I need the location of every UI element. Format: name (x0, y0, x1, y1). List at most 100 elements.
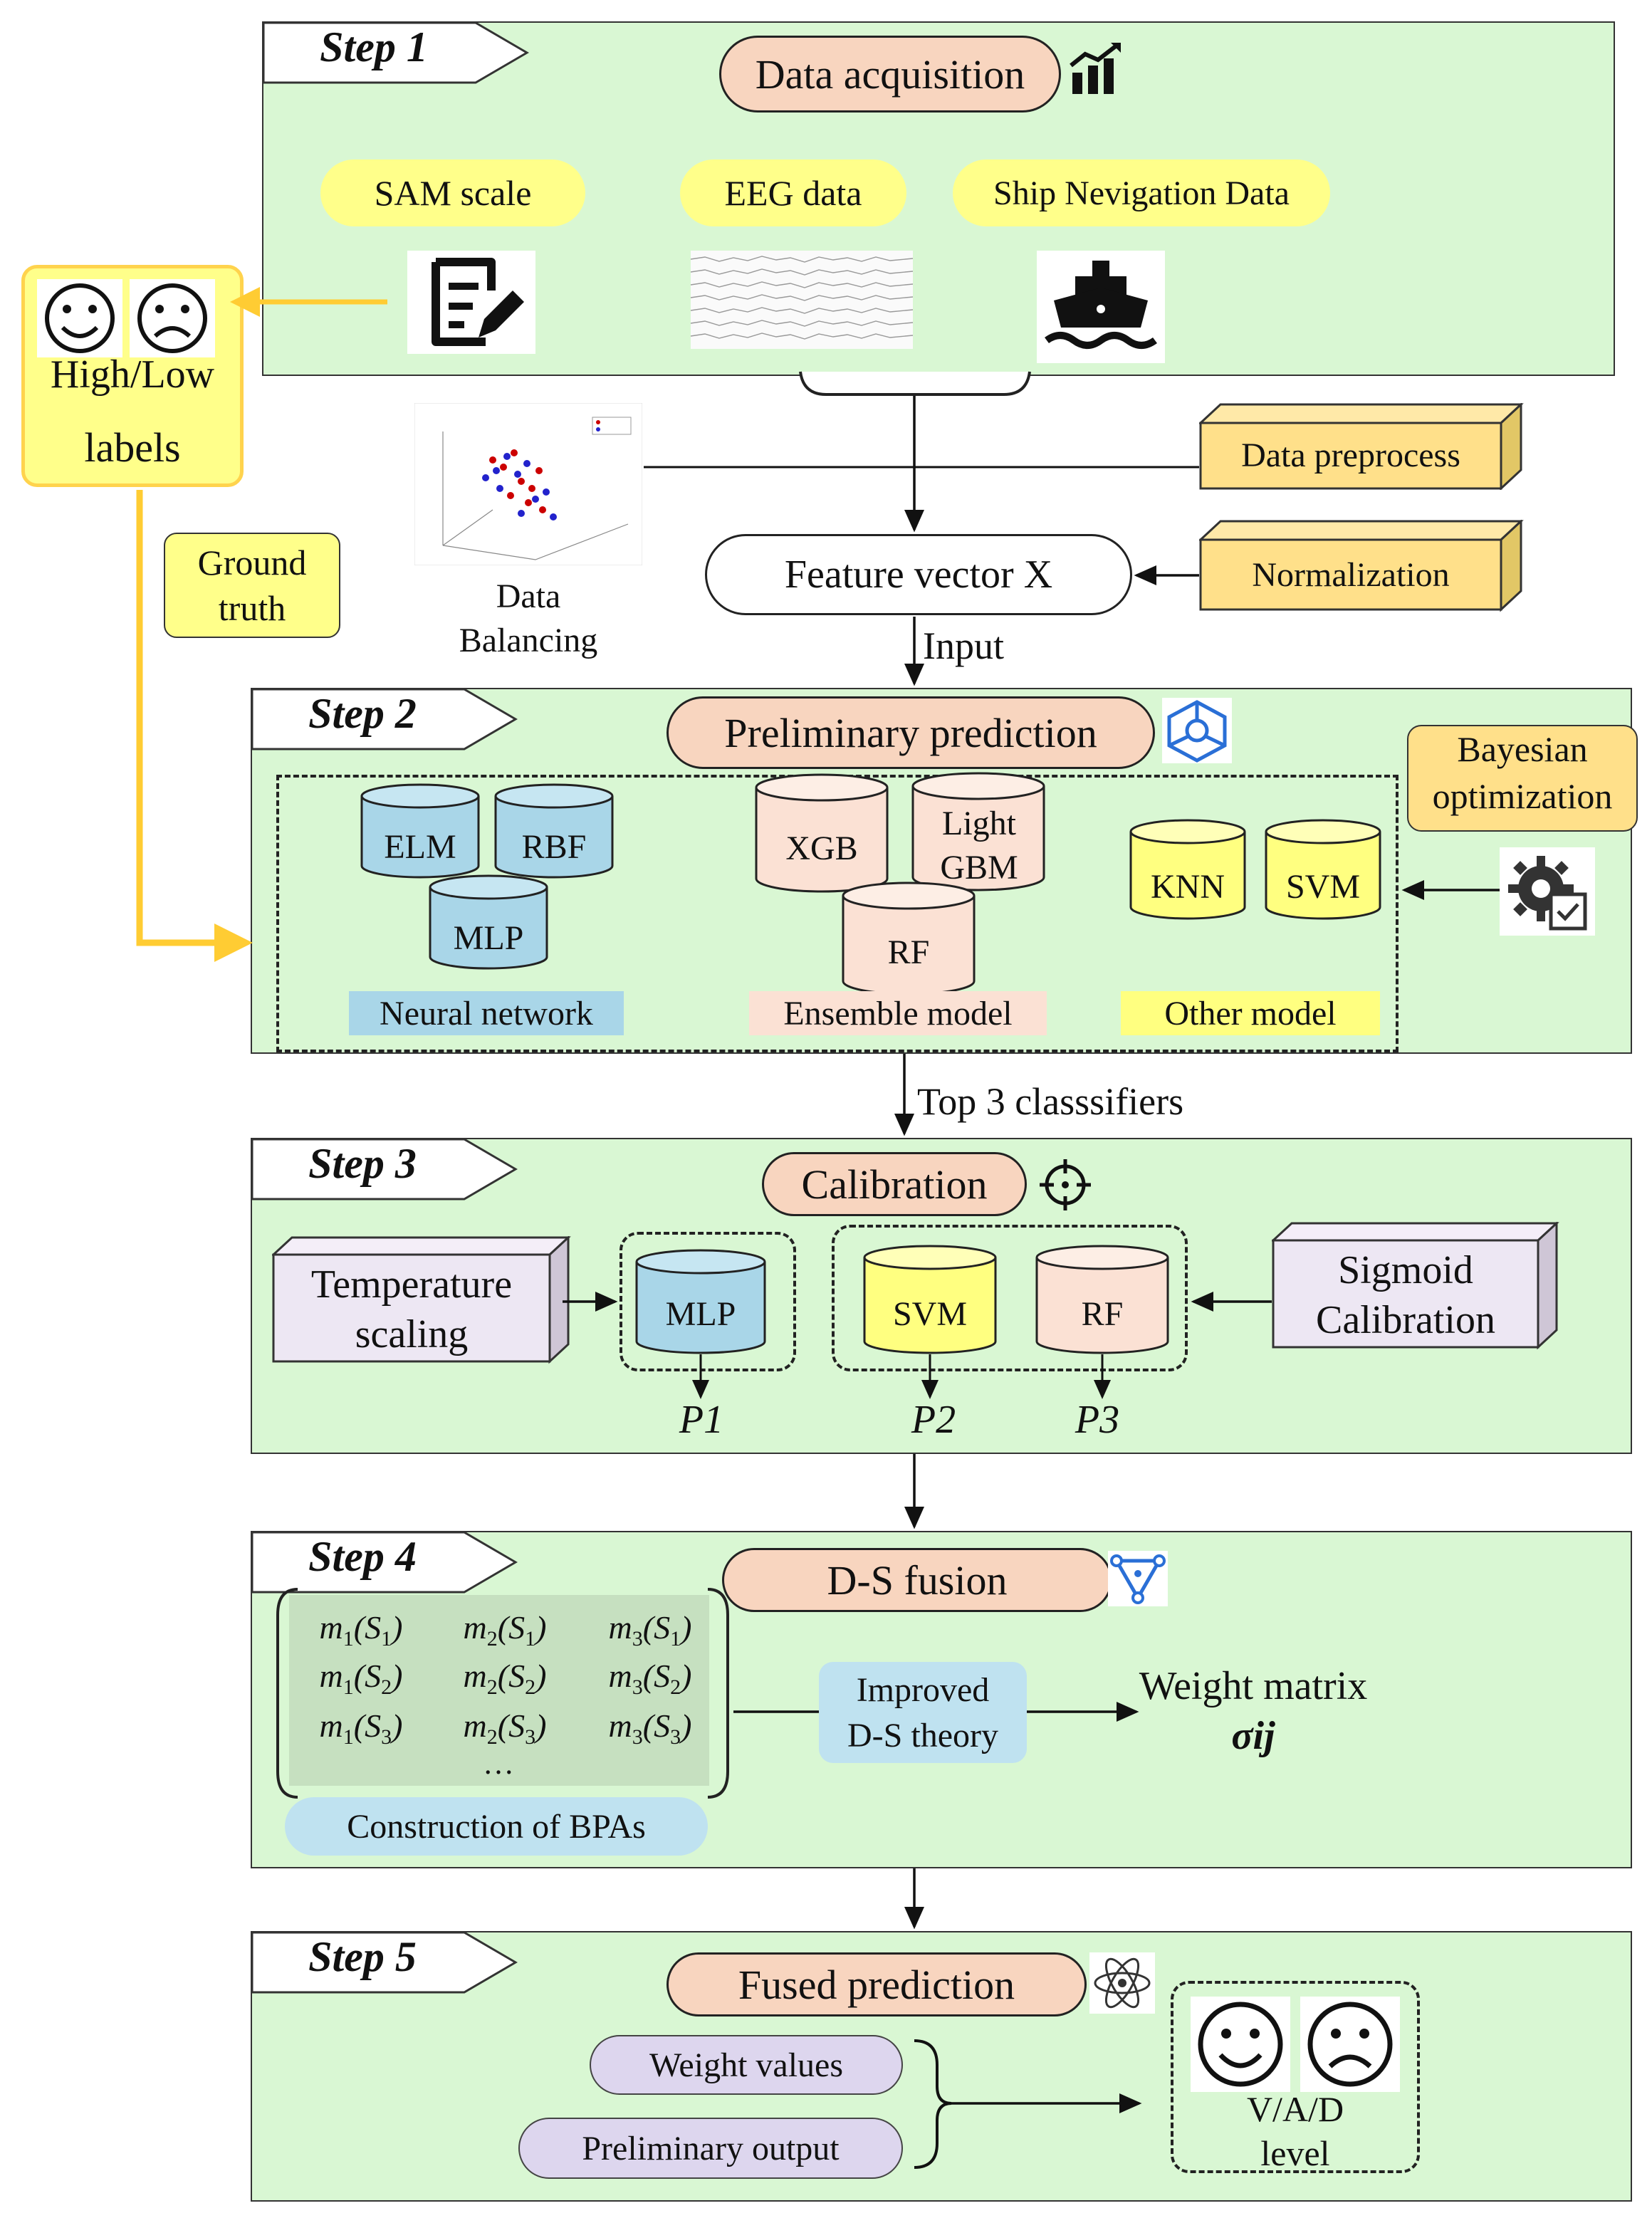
bpa-cell: m2(S1) (463, 1609, 547, 1651)
top3-label: Top 3 classsifiers (917, 1080, 1184, 1123)
ground-truth-line2: truth (218, 588, 286, 628)
model-xgb: XGB (785, 830, 858, 867)
temperature-line1: Temperature (310, 1262, 513, 1307)
step2-tag-label: Step 2 (308, 690, 417, 737)
vad-output-frame (1171, 1981, 1420, 2173)
sigmoid-line2: Calibration (1316, 1298, 1495, 1342)
ground-truth-box (164, 533, 340, 638)
calib-model-mlp: MLP (665, 1295, 736, 1333)
output-p3: P3 (1075, 1398, 1120, 1442)
step3-tag-label: Step 3 (308, 1140, 417, 1187)
step3-title: Calibration (762, 1152, 1027, 1216)
bpa-cell: m1(S1) (319, 1609, 403, 1651)
step4-title: D-S fusion (722, 1548, 1112, 1612)
bpa-construction-label: Construction of BPAs (285, 1797, 708, 1856)
temperature-line2: scaling (355, 1312, 469, 1356)
model-elm: ELM (384, 828, 456, 866)
bpa-cell: m2(S2) (463, 1658, 547, 1700)
source-ship-navigation: Ship Nevigation Data (953, 159, 1330, 226)
step4-tag-label: Step 4 (308, 1533, 417, 1580)
improved-ds-theory-box (819, 1662, 1027, 1763)
data-balancing-line1: Data (496, 577, 561, 615)
calib-model-svm: SVM (892, 1295, 968, 1333)
step2-title: Preliminary prediction (666, 696, 1155, 769)
normalization-box (1199, 520, 1524, 612)
group-label-neural-network: Neural network (349, 991, 624, 1035)
vad-line1: V/A/D (1246, 2089, 1344, 2129)
model-hub-icon (1162, 698, 1232, 763)
bpa-ellipsis: … (483, 1746, 514, 1781)
bpa-cell: m3(S3) (608, 1707, 692, 1749)
target-crosshair-icon (1040, 1159, 1091, 1210)
step5-tag (251, 1931, 518, 1994)
normalization-label: Normalization (1252, 556, 1450, 594)
group-label-ensemble-model: Ensemble model (749, 991, 1047, 1035)
weight-values-input: Weight values (590, 2035, 903, 2095)
bpa-matrix-background (289, 1595, 709, 1786)
model-knn: KNN (1151, 868, 1225, 906)
step4-tag (251, 1531, 518, 1594)
output-smile-face-icon (1191, 1997, 1290, 2092)
sigmoid-line1: Sigmoid (1338, 1248, 1473, 1292)
labels-line2: labels (84, 424, 181, 471)
fusion-triangle-icon (1108, 1551, 1168, 1606)
step1-title: Data acquisition (719, 36, 1061, 113)
weight-matrix-line1: Weight matrix (1139, 1664, 1368, 1708)
smile-face-icon (37, 279, 122, 357)
bpa-cell: m2(S3) (463, 1707, 547, 1749)
group-label-other-model: Other model (1121, 991, 1380, 1035)
bpa-cell: m3(S2) (608, 1658, 692, 1700)
data-preprocess-box (1199, 403, 1524, 490)
bpa-matrix-brackets (276, 1588, 729, 1799)
labels-line1: High/Low (50, 352, 215, 397)
bayesian-line1: Bayesian (1457, 729, 1588, 769)
step3-tag (251, 1138, 518, 1200)
survey-edit-icon (407, 251, 535, 354)
step5-tag-label: Step 5 (308, 1933, 417, 1980)
step1-tag-label: Step 1 (320, 23, 428, 70)
sigmoid-calibration-box (1272, 1222, 1559, 1350)
ship-icon (1037, 251, 1165, 363)
bpa-cell: m1(S3) (319, 1707, 403, 1749)
model-mlp: MLP (453, 919, 524, 957)
vad-line2: level (1260, 2133, 1330, 2173)
svm-rf-calibration-frame (832, 1225, 1188, 1371)
calib-model-rf: RF (1081, 1295, 1124, 1333)
data-balancing-line2: Balancing (459, 622, 598, 659)
feature-vector-node: Feature vector X (705, 534, 1132, 615)
bpa-cell: m1(S2) (319, 1658, 403, 1700)
output-p1: P1 (679, 1398, 724, 1442)
input-label: Input (923, 624, 1004, 667)
bayesian-line2: optimization (1432, 776, 1613, 816)
step2-tag (251, 688, 518, 750)
step1-output-connector (799, 371, 1031, 396)
improved-line2: D-S theory (847, 1717, 998, 1754)
model-rbf: RBF (521, 828, 587, 866)
gear-settings-icon (1500, 847, 1595, 936)
trend-chart-icon (1070, 43, 1121, 94)
model-svm: SVM (1285, 868, 1361, 906)
model-rf: RF (887, 933, 930, 971)
improved-line1: Improved (856, 1671, 990, 1709)
weight-matrix-line2: σij (1231, 1714, 1275, 1758)
sad-face-icon (130, 279, 215, 357)
source-eeg-data: EEG data (680, 159, 906, 226)
bpa-cell: m3(S1) (608, 1609, 692, 1651)
temperature-scaling-box (272, 1236, 571, 1364)
bayesian-optimization-box (1407, 725, 1638, 832)
step1-tag (262, 21, 529, 84)
output-p2: P2 (911, 1398, 956, 1442)
model-lightgbm: Light GBM (940, 805, 1018, 887)
mlp-calibration-frame (620, 1232, 796, 1371)
ground-truth-line1: Ground (197, 543, 307, 582)
data-preprocess-label: Data preprocess (1241, 436, 1460, 474)
data-balancing-scatter-image (414, 403, 642, 565)
source-sam-scale: SAM scale (320, 159, 585, 226)
atom-icon (1089, 1952, 1155, 2014)
output-sad-face-icon (1300, 1997, 1400, 2092)
preliminary-output-input: Preliminary output (518, 2118, 903, 2179)
eeg-signal-image (691, 251, 913, 349)
